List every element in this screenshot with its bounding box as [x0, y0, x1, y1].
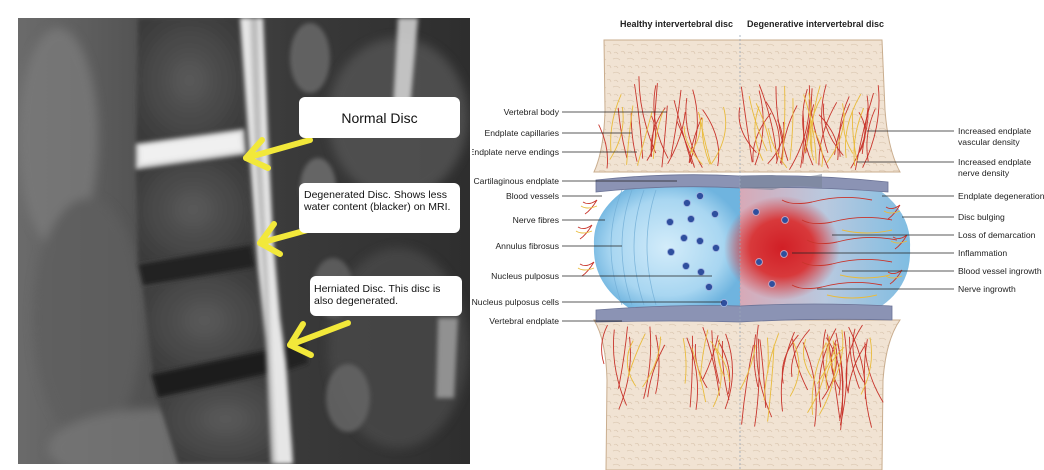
- lower-endplate: [595, 303, 893, 323]
- nucleus-pulposus-cells: [665, 191, 789, 308]
- np-cell-degen: [768, 280, 776, 288]
- lower-vertebra: [593, 319, 901, 470]
- np-cell: [665, 217, 675, 227]
- right-label: Blood vessel ingrowth: [958, 266, 1042, 276]
- right-label-line2: nerve density: [958, 168, 1010, 178]
- np-cell: [686, 214, 696, 224]
- mri-scan: [18, 18, 470, 464]
- np-cell: [666, 247, 676, 257]
- normal-disc-text: Normal Disc: [341, 109, 418, 126]
- title-degenerative: Degenerative intervertebral disc: [747, 19, 884, 29]
- disc-diagram: Healthy intervertebral disc Degenerative…: [472, 0, 1044, 470]
- left-label: Nerve fibres: [513, 215, 559, 225]
- right-label: Increased endplate: [958, 157, 1031, 167]
- normal-disc-callout: Normal Disc: [299, 97, 460, 138]
- left-label: Nucleus pulposus cells: [472, 297, 559, 307]
- arrow-herniated-disc: [287, 320, 351, 358]
- nerve-fibres: [575, 85, 908, 422]
- upper-vertebra: [593, 39, 901, 173]
- right-label: Increased endplate: [958, 126, 1031, 136]
- disc-illustration: Healthy intervertebral disc Degenerative…: [472, 19, 1044, 470]
- np-cell: [679, 233, 689, 243]
- left-label: Endplate nerve endings: [472, 147, 559, 157]
- right-label: Inflammation: [958, 248, 1007, 258]
- np-cell: [696, 267, 706, 277]
- np-cell: [711, 243, 721, 253]
- degenerated-disc-callout: Degenerated Disc. Shows less water conte…: [299, 183, 460, 233]
- right-label: Loss of demarcation: [958, 230, 1036, 240]
- np-cell-degen: [780, 250, 788, 258]
- np-cell: [682, 198, 692, 208]
- np-cell: [710, 209, 720, 219]
- left-label: Nucleus pulposus: [491, 271, 559, 281]
- arrow-normal-disc: [243, 137, 313, 171]
- left-label: Cartilaginous endplate: [473, 176, 559, 186]
- right-label-line2: vascular density: [958, 137, 1020, 147]
- degenerated-disc-text: Degenerated Disc. Shows less water conte…: [304, 189, 451, 213]
- np-cell-degen: [752, 208, 760, 216]
- left-label: Endplate capillaries: [484, 128, 559, 138]
- np-cell: [695, 236, 705, 246]
- herniated-disc-text: Herniated Disc. This disc is also degene…: [314, 283, 441, 307]
- left-label: Annulus fibrosus: [495, 241, 559, 251]
- np-cell-degen: [755, 258, 763, 266]
- np-cell: [681, 261, 691, 271]
- np-cell: [704, 282, 714, 292]
- left-label: Blood vessels: [506, 191, 559, 201]
- np-cell: [719, 298, 729, 308]
- right-label: Endplate degeneration: [958, 191, 1044, 201]
- inflammation-area: [724, 196, 840, 300]
- healthy-disc: [593, 185, 740, 310]
- blood-vessels: [577, 76, 908, 430]
- herniated-disc-callout: Herniated Disc. This disc is also degene…: [310, 276, 462, 316]
- left-label: Vertebral body: [504, 107, 560, 117]
- title-healthy: Healthy intervertebral disc: [620, 19, 733, 29]
- right-label: Disc bulging: [958, 212, 1005, 222]
- np-cell-degen: [781, 216, 789, 224]
- mri-image: [18, 18, 470, 464]
- np-cell: [695, 191, 705, 201]
- left-label: Vertebral endplate: [489, 316, 559, 326]
- right-label: Nerve ingrowth: [958, 284, 1016, 294]
